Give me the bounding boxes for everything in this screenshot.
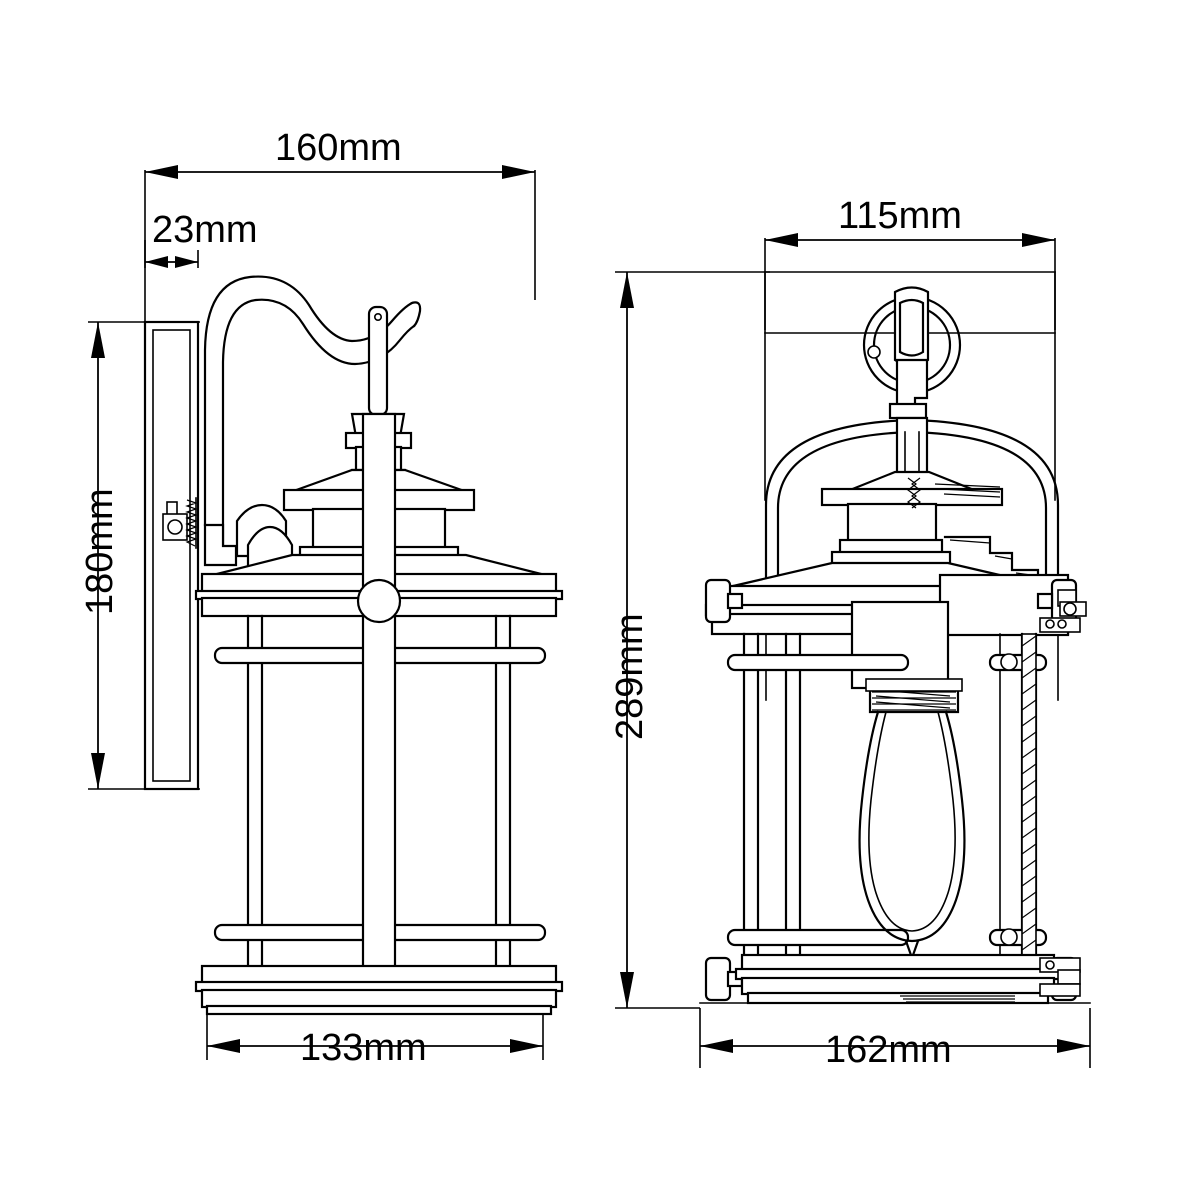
dimension-160mm-label: 160mm <box>275 127 402 169</box>
hook-pin-side <box>367 305 389 417</box>
dimension-133mm: 133mm <box>206 993 544 1069</box>
dimension-115mm-label: 115mm <box>838 195 962 237</box>
scroll-arm-side <box>203 275 422 548</box>
main-shade-front <box>704 561 1076 690</box>
dimension-133mm-label: 133mm <box>300 1027 427 1069</box>
mount-hardware-side <box>162 497 198 549</box>
glass-frame-front <box>742 632 1038 970</box>
edison-bulb-front <box>858 710 966 962</box>
glass-pane-section-front <box>1021 633 1037 975</box>
lantern-base-front <box>699 953 1091 1005</box>
wall-plate-side <box>143 320 200 791</box>
glass-body-side <box>246 614 512 980</box>
lantern-base-side <box>194 964 564 1016</box>
dimension-180mm: 180mm <box>79 321 200 790</box>
dimension-162mm-label: 162mm <box>825 1029 952 1071</box>
lamp-stem-front <box>895 416 929 482</box>
dimension-23mm: 23mm <box>144 209 258 268</box>
center-spine-side <box>356 412 402 1014</box>
front-section-view-group: 115mm 289mm 162mm <box>609 195 1091 1071</box>
bottom-bracket-front <box>1039 957 1081 997</box>
side-view-group: 160mm 23mm 180mm 133mm <box>79 127 564 1069</box>
lamp-socket-front <box>865 678 963 714</box>
dimension-289mm-label: 289mm <box>609 613 651 740</box>
dimension-289mm: 289mm <box>609 271 770 1009</box>
hanging-ring-front <box>862 286 962 420</box>
dimension-180mm-label: 180mm <box>79 488 121 615</box>
lantern-cap-front <box>820 470 1004 569</box>
socket-fastener-front <box>1039 589 1087 633</box>
dimension-162mm: 162mm <box>699 1008 1091 1071</box>
dimension-23mm-label: 23mm <box>152 209 258 251</box>
dimension-160mm: 160mm <box>144 127 536 440</box>
